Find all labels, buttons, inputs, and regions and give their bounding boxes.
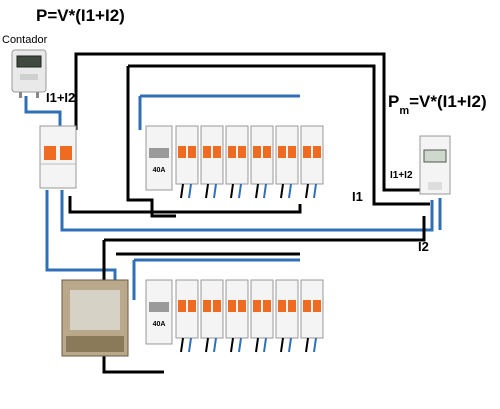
label-total-current-left: I1+I2 bbox=[46, 90, 76, 105]
rcd-lower: 40A bbox=[145, 279, 173, 345]
breaker bbox=[300, 125, 324, 199]
breaker bbox=[200, 279, 224, 353]
rcd-rating: 40A bbox=[153, 167, 166, 174]
breaker bbox=[275, 125, 299, 199]
lower-panel: 40A bbox=[145, 279, 324, 353]
wire-upper-live-bus-top bbox=[128, 64, 430, 206]
live-wires bbox=[68, 52, 430, 374]
label-current-i2: I2 bbox=[418, 239, 429, 254]
upper-panel: 40A bbox=[145, 125, 324, 199]
consumer-unit-photo bbox=[61, 279, 129, 357]
breaker bbox=[250, 279, 274, 353]
formula-p: P bbox=[388, 92, 400, 111]
breaker bbox=[225, 279, 249, 353]
breaker bbox=[175, 125, 199, 199]
formula-sub-m: m bbox=[399, 105, 410, 117]
breaker bbox=[275, 279, 299, 353]
breaker bbox=[175, 279, 199, 353]
neutral-wires bbox=[24, 94, 442, 300]
wire-return-i2 bbox=[60, 190, 434, 232]
wire-lower-live-top bbox=[104, 216, 426, 242]
energy-meter bbox=[11, 49, 47, 98]
formula-rest: =V*(I1+I2) bbox=[409, 92, 487, 111]
main-breaker bbox=[39, 125, 77, 189]
rcd-upper: 40A bbox=[145, 125, 173, 191]
wire-main-to-loop bbox=[74, 52, 422, 192]
sub-meter bbox=[419, 135, 451, 195]
label-current-i1: I1 bbox=[352, 189, 363, 204]
wire-meter-to-main bbox=[24, 96, 62, 128]
breaker bbox=[225, 125, 249, 199]
formula-measured-power: Pm=V*(I1+I2) bbox=[388, 92, 487, 117]
breaker bbox=[250, 125, 274, 199]
meter-caption: Contador bbox=[2, 34, 48, 46]
wire-i1-return bbox=[68, 196, 302, 214]
wire-lower-neutral-bus bbox=[132, 258, 300, 300]
rcd-rating: 40A bbox=[153, 321, 166, 328]
breaker bbox=[300, 279, 324, 353]
label-total-current-right: I1+I2 bbox=[390, 170, 413, 181]
wire-upper-live-bus bbox=[126, 66, 176, 218]
breaker bbox=[200, 125, 224, 199]
formula-total-power: P=V*(I1+I2) bbox=[36, 6, 125, 25]
